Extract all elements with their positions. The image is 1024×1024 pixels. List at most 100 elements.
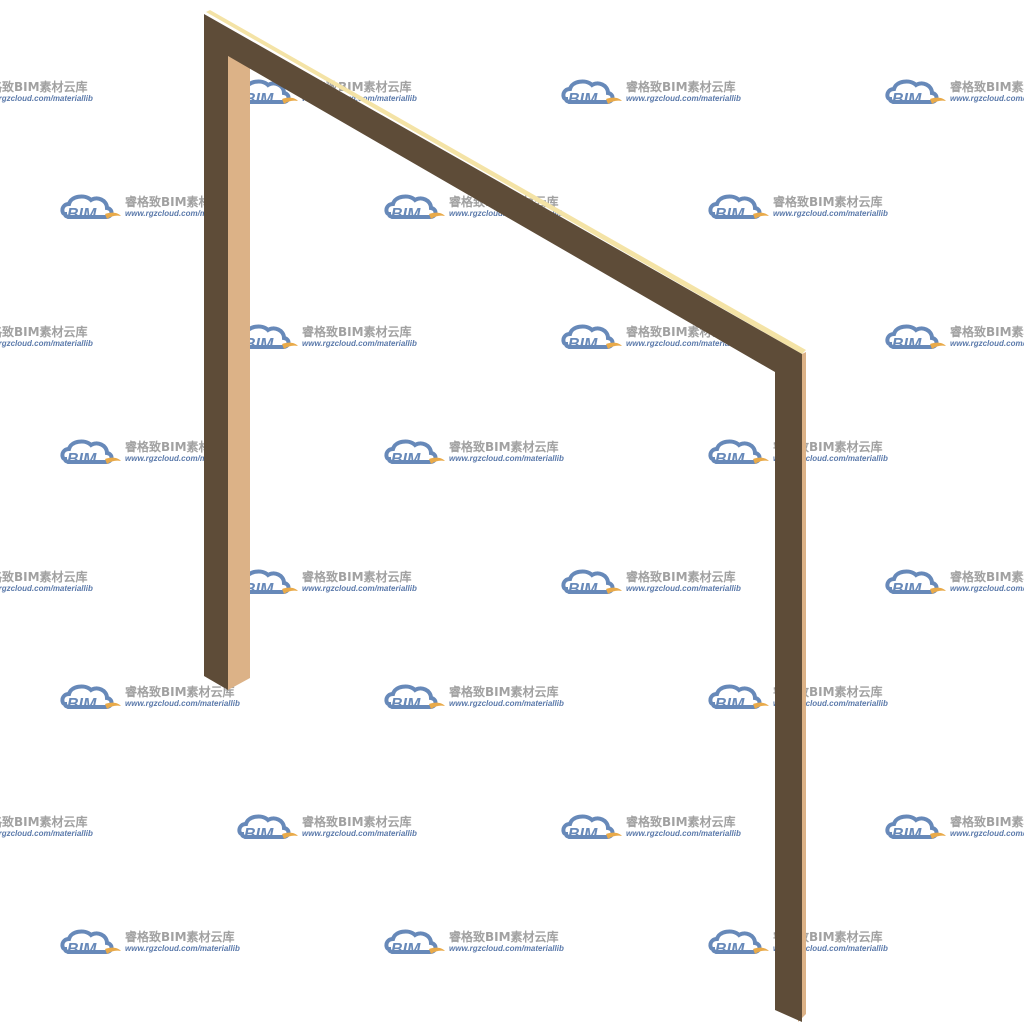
watermark-logo-text: BIM: [715, 941, 745, 958]
watermark-url: www.rgzcloud.com/materiallib: [302, 829, 417, 838]
cloud-logo-icon: BIM: [885, 569, 946, 598]
watermark-brand-name: 睿格致BIM素材云库: [950, 79, 1024, 94]
watermark-logo-text: BIM: [67, 206, 97, 223]
watermark-tile: BIM睿格致BIM素材云库www.rgzcloud.com/materialli…: [60, 684, 240, 713]
watermark-logo-text: BIM: [244, 336, 274, 353]
watermark-url: www.rgzcloud.com/materiallib: [302, 339, 417, 348]
watermark-logo-text: BIM: [244, 826, 274, 843]
watermark-tile: BIM 睿格致BIM素材云库www.rgzcloud.com/materialli…: [384, 684, 564, 713]
watermark-tile: BIM 睿格致BIM素材云库www.rgzcloud.com/materialli…: [384, 439, 564, 468]
watermark-logo-text: BIM: [568, 336, 598, 353]
watermark-brand-name: 睿格致BIM素材云库: [302, 324, 412, 339]
watermark-url: www.rgzcloud.com/materiallib: [449, 454, 564, 463]
watermark-brand-name: 睿格致BIM素材云库: [449, 439, 559, 454]
watermark-url: www.rgzcloud.com/materiallib: [125, 944, 240, 953]
watermark-tile: BIM睿格致BIM素材云库www.rgzcloud.com/materialli…: [0, 814, 93, 838]
cloud-logo-icon: BIM: [708, 439, 769, 468]
door-frame-model: [204, 10, 806, 1022]
watermark-tile: BIM 睿格致BIM素材云库www.rgzcloud.com/materialli…: [561, 79, 741, 108]
watermark-logo-text: BIM: [715, 206, 745, 223]
watermark-url: www.rgzcloud.com/materiallib: [950, 584, 1024, 593]
cloud-logo-icon: BIM: [60, 684, 121, 713]
watermark-url: www.rgzcloud.com/materiallib: [449, 944, 564, 953]
watermark-logo-text: BIM: [67, 696, 97, 713]
watermark-brand-name: 睿格致BIM素材云库: [773, 194, 883, 209]
watermark-brand-name: 睿格致BIM素材云库: [125, 929, 235, 944]
watermark-tile: BIM睿格致BIM素材云库www.rgzcloud.com/materialli…: [0, 324, 93, 348]
watermark-url: www.rgzcloud.com/materiallib: [626, 94, 741, 103]
watermark-tile: BIM 睿格致BIM素材云库www.rgzcloud.com/materialli…: [237, 814, 417, 843]
watermark-url: www.rgzcloud.com/materiallib: [773, 944, 888, 953]
watermark-tile: BIM 睿格致BIM素材云库www.rgzcloud.com/materialli…: [885, 79, 1024, 108]
watermark-brand-name: 睿格致BIM素材云库: [0, 324, 88, 339]
watermark-brand-name: 睿格致BIM素材云库: [950, 324, 1024, 339]
cloud-logo-icon: BIM: [561, 814, 622, 843]
watermark-brand-name: 睿格致BIM素材云库: [950, 814, 1024, 829]
head-top-edge: [206, 10, 806, 354]
watermark-url: www.rgzcloud.com/materiallib: [626, 339, 741, 348]
cloud-logo-icon: BIM: [60, 194, 121, 223]
watermark-logo-text: BIM: [892, 91, 922, 108]
watermark-brand-name: 睿格致BIM素材云库: [626, 79, 736, 94]
cloud-logo-icon: BIM: [384, 439, 445, 468]
watermark-tile: BIM 睿格致BIM素材云库www.rgzcloud.com/materialli…: [885, 569, 1024, 598]
watermark-tile: BIM睿格致BIM素材云库www.rgzcloud.com/materialli…: [708, 194, 888, 223]
watermark-tile: BIM睿格致BIM素材云库www.rgzcloud.com/materialli…: [60, 929, 240, 958]
watermark-tile: BIM 睿格致BIM素材云库www.rgzcloud.com/materialli…: [237, 569, 417, 598]
watermark-logo-text: BIM: [244, 581, 274, 598]
watermark-brand-name: 睿格致BIM素材云库: [302, 814, 412, 829]
watermark-brand-name: 睿格致BIM素材云库: [449, 929, 559, 944]
watermark-url: www.rgzcloud.com/materiallib: [950, 829, 1024, 838]
watermark-logo-text: BIM: [715, 451, 745, 468]
watermark-logo-text: BIM: [568, 91, 598, 108]
watermark-brand-name: 睿格致BIM素材云库: [626, 569, 736, 584]
watermark-logo-text: BIM: [892, 826, 922, 843]
watermark-brand-name: 睿格致BIM素材云库: [449, 684, 559, 699]
watermark-logo-text: BIM: [892, 336, 922, 353]
watermark-brand-name: 睿格致BIM素材云库: [950, 569, 1024, 584]
watermark-brand-name: 睿格致BIM素材云库: [125, 684, 235, 699]
watermark-url: www.rgzcloud.com/materiallib: [773, 454, 888, 463]
watermark-logo-text: BIM: [568, 581, 598, 598]
watermark-logo-text: BIM: [391, 206, 421, 223]
watermark-url: www.rgzcloud.com/materiallib: [950, 94, 1024, 103]
watermark-logo-text: BIM: [67, 451, 97, 468]
watermark-tile: BIM睿格致BIM素材云库www.rgzcloud.com/materialli…: [885, 324, 1024, 353]
cloud-logo-icon: BIM: [885, 324, 946, 353]
frame-front-face: [204, 14, 802, 1022]
watermark-url: www.rgzcloud.com/materiallib: [125, 209, 240, 218]
watermark-url: www.rgzcloud.com/materiallib: [302, 584, 417, 593]
watermark-url: www.rgzcloud.com/materiallib: [626, 584, 741, 593]
watermark-logo-text: BIM: [568, 826, 598, 843]
watermark-url: www.rgzcloud.com/materiallib: [0, 339, 93, 348]
watermark-url: www.rgzcloud.com/materiallib: [0, 94, 93, 103]
watermark-url: www.rgzcloud.com/materiallib: [0, 829, 93, 838]
watermark-url: www.rgzcloud.com/materiallib: [449, 699, 564, 708]
cloud-logo-icon: BIM: [60, 439, 121, 468]
cloud-logo-icon: BIM: [885, 79, 946, 108]
watermark-logo-text: BIM: [244, 91, 274, 108]
cloud-logo-icon: BIM: [708, 929, 769, 958]
cloud-logo-icon: BIM: [384, 684, 445, 713]
watermark-url: www.rgzcloud.com/materiallib: [125, 454, 240, 463]
watermark-brand-name: 睿格致BIM素材云库: [0, 79, 88, 94]
watermark-url: www.rgzcloud.com/materiallib: [773, 699, 888, 708]
watermark-brand-name: 睿格致BIM素材云库: [302, 569, 412, 584]
watermark-tile: BIM睿格致BIM素材云库www.rgzcloud.com/materialli…: [0, 79, 93, 103]
cloud-logo-icon: BIM: [885, 814, 946, 843]
watermark-logo-text: BIM: [391, 941, 421, 958]
watermark-url: www.rgzcloud.com/materiallib: [626, 829, 741, 838]
cloud-logo-icon: BIM: [384, 929, 445, 958]
cloud-logo-icon: BIM: [561, 324, 622, 353]
watermark-logo-text: BIM: [391, 696, 421, 713]
cloud-logo-icon: BIM: [708, 684, 769, 713]
watermark-logo-text: BIM: [391, 451, 421, 468]
watermark-tile: BIM睿格致BIM素材云库www.rgzcloud.com/materialli…: [0, 569, 93, 593]
watermark-brand-name: 睿格致BIM素材云库: [0, 569, 88, 584]
watermark-tile: BIM 睿格致BIM素材云库www.rgzcloud.com/materialli…: [561, 569, 741, 598]
watermark-tile: BIM 睿格致BIM素材云库www.rgzcloud.com/materialli…: [885, 814, 1024, 843]
cloud-logo-icon: BIM: [561, 79, 622, 108]
watermark-url: www.rgzcloud.com/materiallib: [0, 584, 93, 593]
cloud-logo-icon: BIM: [708, 194, 769, 223]
